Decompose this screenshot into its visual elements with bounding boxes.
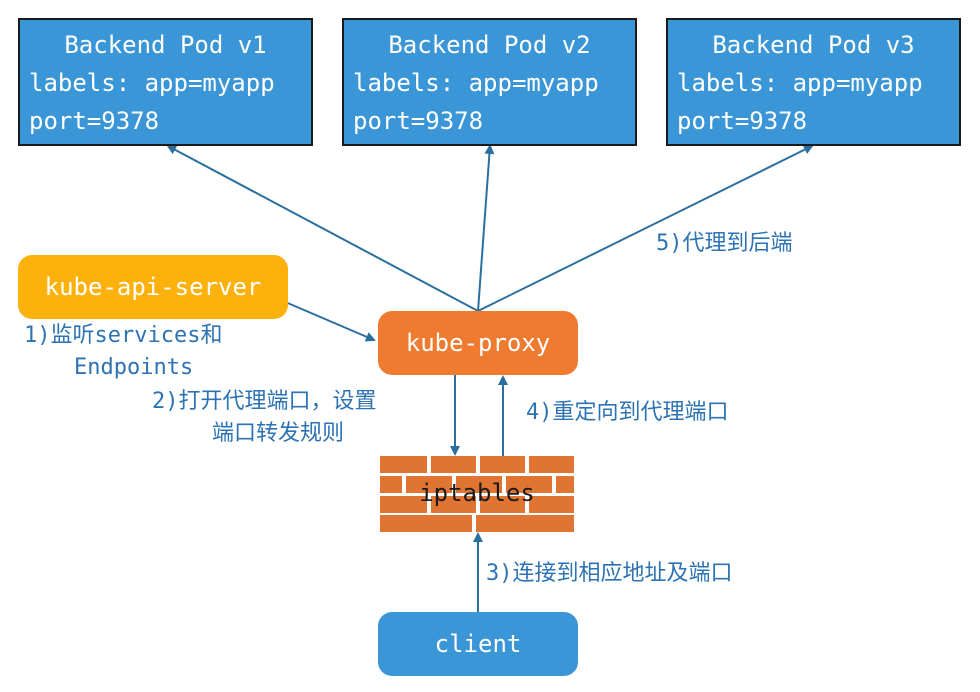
step1-note-line1: 1)监听services和	[24, 323, 223, 348]
firewall-brick-icon	[380, 476, 402, 493]
step3-note: 3)连接到相应地址及端口	[486, 561, 733, 586]
pod-labels: labels: app=myapp	[29, 69, 275, 97]
iptables-label: iptables	[419, 479, 535, 507]
step5-note: 5)代理到后端	[656, 231, 793, 256]
firewall-brick-icon	[380, 456, 427, 473]
firewall-brick-icon	[380, 496, 427, 513]
arrow-proxy-to-pod-v2	[477, 144, 495, 312]
kube-api-server-node: kube-api-server	[18, 255, 288, 319]
step2-note-line2: 端口转发规则	[212, 421, 345, 446]
firewall-brick-icon	[380, 515, 472, 532]
pod-port: port=9378	[677, 107, 808, 135]
pod-labels: labels: app=myapp	[677, 69, 923, 97]
pod-title: Backend Pod v2	[388, 31, 591, 59]
firewall-brick-icon	[556, 476, 574, 493]
firewall-brick-icon	[406, 476, 452, 493]
iptables-firewall: iptables	[380, 456, 574, 532]
kube-api-server-label: kube-api-server	[44, 273, 262, 301]
client-label: client	[434, 630, 522, 658]
client-node: client	[378, 612, 578, 676]
arrow-proxy-to-pod-v3	[477, 145, 814, 312]
step1-note-line2: Endpoints	[74, 355, 194, 380]
firewall-brick-icon	[476, 515, 574, 532]
firewall-brick-icon	[431, 496, 476, 513]
kube-proxy-node: kube-proxy	[378, 311, 578, 375]
backend-pod-v2: Backend Pod v2 labels: app=myapp port=93…	[342, 18, 637, 146]
arrow-proxy-to-pod-v1	[166, 145, 479, 312]
pod-title: Backend Pod v3	[712, 31, 915, 59]
pod-port: port=9378	[29, 107, 160, 135]
firewall-brick-icon	[506, 476, 552, 493]
firewall-brick-icon	[529, 496, 574, 513]
pod-port: port=9378	[353, 107, 484, 135]
backend-pod-v3: Backend Pod v3 labels: app=myapp port=93…	[666, 18, 961, 146]
firewall-brick-icon	[529, 456, 574, 473]
firewall-brick-icon	[456, 476, 502, 493]
backend-pod-v1: Backend Pod v1 labels: app=myapp port=93…	[18, 18, 313, 146]
firewall-brick-icon	[480, 456, 525, 473]
step2-note-line1: 2)打开代理端口，设置	[152, 389, 377, 414]
firewall-brick-icon	[480, 496, 525, 513]
step4-note: 4)重定向到代理端口	[526, 400, 729, 425]
firewall-brick-icon	[431, 456, 476, 473]
kube-proxy-label: kube-proxy	[405, 329, 551, 357]
pod-title: Backend Pod v1	[64, 31, 267, 59]
pod-labels: labels: app=myapp	[353, 69, 599, 97]
